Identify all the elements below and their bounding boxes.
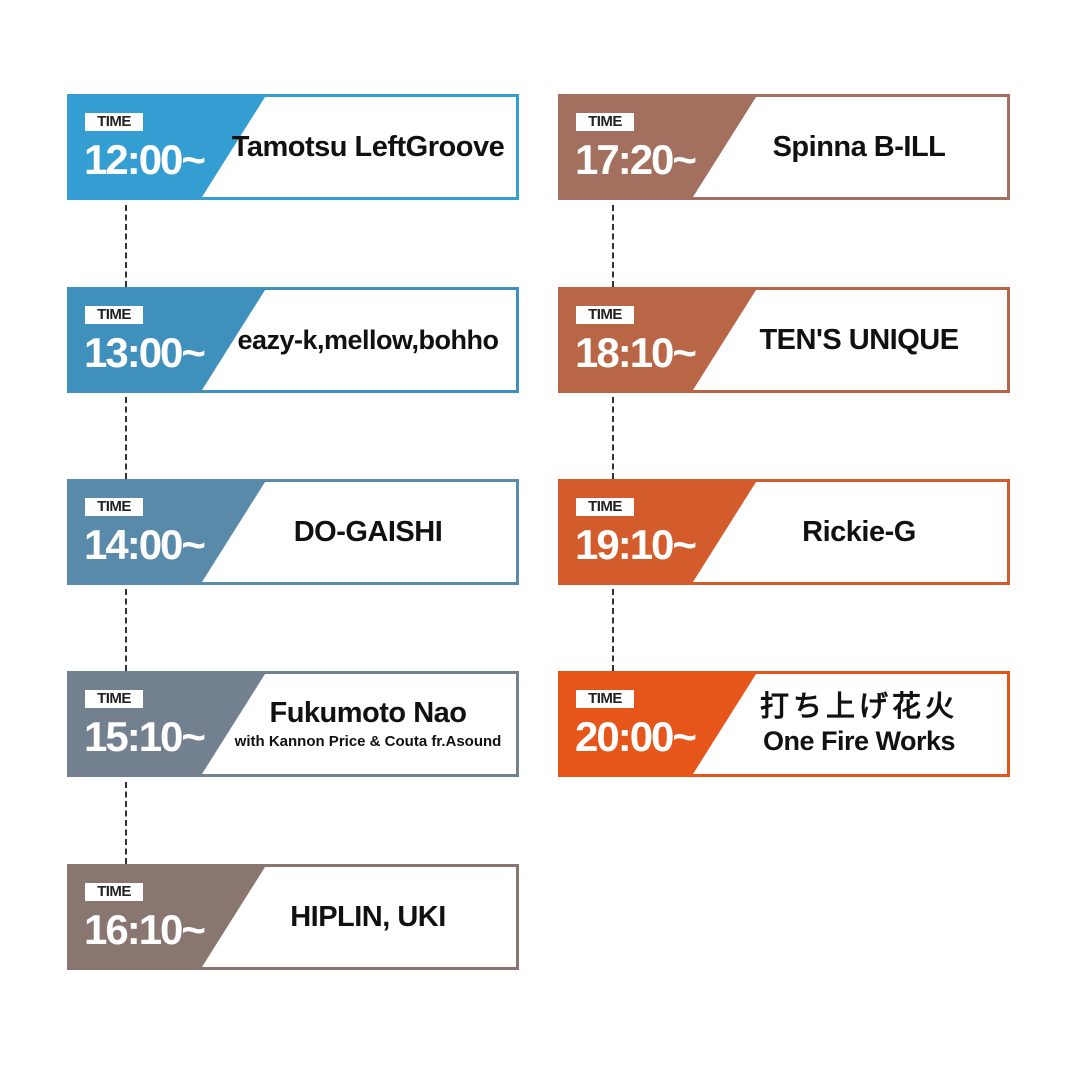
timeline-connector <box>612 205 614 287</box>
performer-name: DO-GAISHI <box>293 516 443 548</box>
performer-name: eazy-k,mellow,bohho <box>237 325 499 355</box>
performer: DO-GAISHI <box>220 482 516 582</box>
performer-name: Spinna B-ILL <box>772 131 946 163</box>
time-tag: TIME <box>576 113 634 131</box>
slot-time: 17:20~ <box>575 136 697 183</box>
slot-time: 18:10~ <box>575 329 697 376</box>
slot-time: 15:10~ <box>84 713 206 760</box>
timeline-connector <box>125 782 127 864</box>
performer-subtitle: with Kannon Price & Couta fr.Asound <box>234 733 502 750</box>
performer-name: Tamotsu LeftGroove <box>231 131 505 163</box>
time-tag: TIME <box>85 498 143 516</box>
performer: TEN'S UNIQUE <box>711 290 1007 390</box>
performer-name: TEN'S UNIQUE <box>759 324 959 356</box>
time-tag: TIME <box>85 883 143 901</box>
time-tag: TIME <box>576 306 634 324</box>
performer: Rickie-G <box>711 482 1007 582</box>
performer: HIPLIN, UKI <box>220 867 516 967</box>
performer: Tamotsu LeftGroove <box>220 97 516 197</box>
schedule-slot-1810: TIME 18:10~ TEN'S UNIQUE <box>558 287 1010 393</box>
time-tag: TIME <box>85 690 143 708</box>
timeline-connector <box>125 205 127 287</box>
performer-name: Rickie-G <box>802 516 916 548</box>
schedule-slot-1510: TIME 15:10~ Fukumoto Nao with Kannon Pri… <box>67 671 519 777</box>
schedule-slot-1720: TIME 17:20~ Spinna B-ILL <box>558 94 1010 200</box>
time-tag: TIME <box>85 113 143 131</box>
slot-time: 14:00~ <box>84 521 206 568</box>
performer: Fukumoto Nao with Kannon Price & Couta f… <box>220 674 516 774</box>
performer-name: HIPLIN, UKI <box>290 901 446 933</box>
time-tag: TIME <box>85 306 143 324</box>
slot-time: 16:10~ <box>84 906 206 953</box>
timeline-connector <box>125 397 127 479</box>
performer-name: Fukumoto Nao <box>269 697 468 729</box>
schedule-slot-2000: TIME 20:00~ 打ち上げ花火 One Fire Works <box>558 671 1010 777</box>
schedule-slot-1910: TIME 19:10~ Rickie-G <box>558 479 1010 585</box>
schedule-slot-1610: TIME 16:10~ HIPLIN, UKI <box>67 864 519 970</box>
slot-time: 20:00~ <box>575 713 697 760</box>
timeline-connector <box>125 589 127 671</box>
performer: eazy-k,mellow,bohho <box>220 290 516 390</box>
slot-time: 12:00~ <box>84 136 206 183</box>
slot-time: 13:00~ <box>84 329 206 376</box>
time-tag: TIME <box>576 498 634 516</box>
performer: Spinna B-ILL <box>711 97 1007 197</box>
time-tag: TIME <box>576 690 634 708</box>
schedule-slot-1200: TIME 12:00~ Tamotsu LeftGroove <box>67 94 519 200</box>
schedule-slot-1300: TIME 13:00~ eazy-k,mellow,bohho <box>67 287 519 393</box>
schedule-slot-1400: TIME 14:00~ DO-GAISHI <box>67 479 519 585</box>
performer: 打ち上げ花火 One Fire Works <box>711 674 1007 774</box>
timeline-connector <box>612 589 614 671</box>
slot-time: 19:10~ <box>575 521 697 568</box>
timeline-connector <box>612 397 614 479</box>
performer-subtitle: One Fire Works <box>762 726 956 756</box>
performer-name: 打ち上げ花火 <box>759 691 958 723</box>
